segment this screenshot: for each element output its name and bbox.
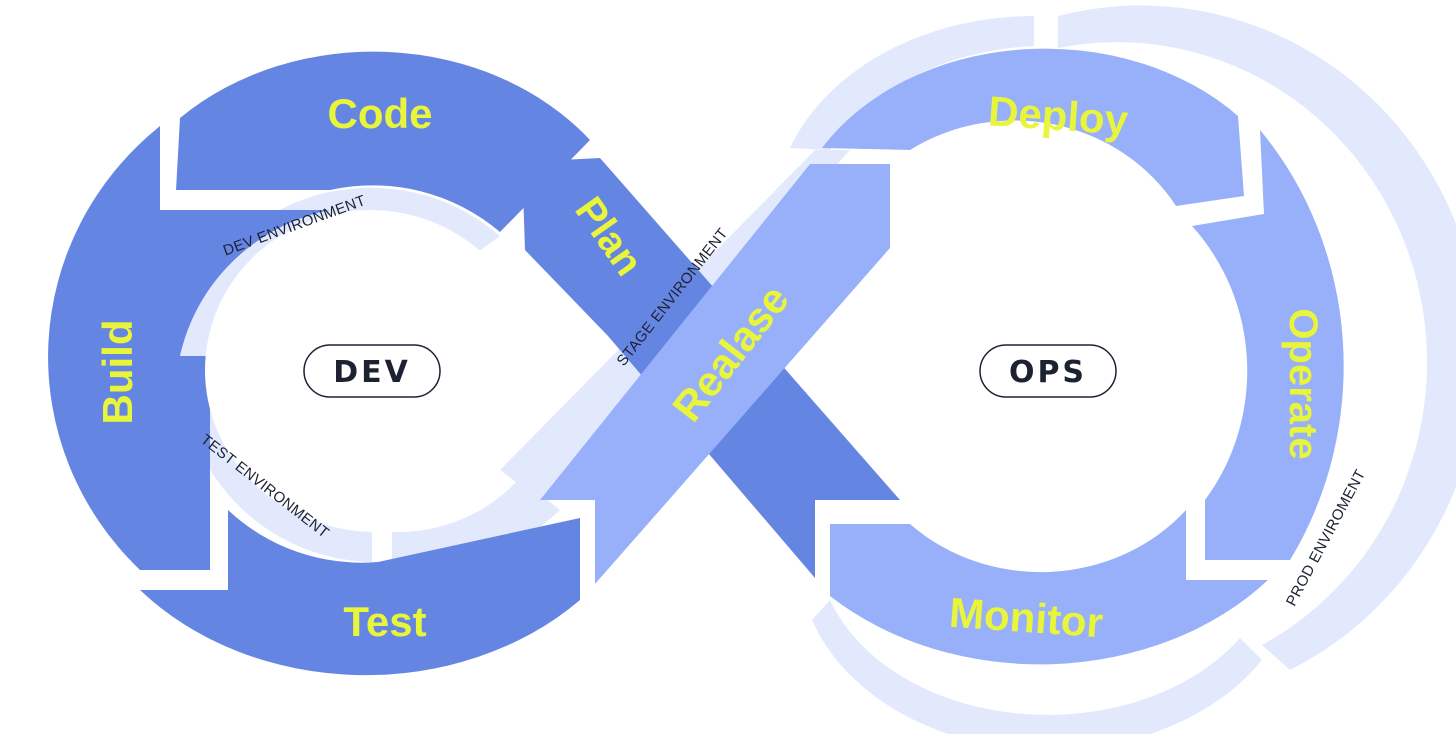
ops-hub-badge: OPS: [979, 344, 1117, 398]
code-segment: [176, 51, 590, 233]
deploy-segment: [822, 48, 1244, 206]
release-segment: [540, 164, 890, 584]
stage-environment-top-band: [790, 16, 1034, 150]
build-label: Build: [94, 320, 141, 425]
monitor-label: Monitor: [948, 589, 1105, 647]
dev-hub-label: DEV: [333, 355, 411, 390]
operate-label: Operate: [1281, 308, 1325, 459]
operate-segment: [1192, 130, 1344, 560]
ops-bottom-band: [812, 600, 1262, 734]
build-segment: [48, 126, 331, 570]
dev-bottom-band: [392, 478, 560, 567]
code-label: Code: [328, 90, 433, 137]
dev-hub-badge: DEV: [303, 344, 441, 398]
test-segment: [140, 510, 580, 676]
deploy-label: Deploy: [987, 87, 1131, 144]
monitor-segment: [830, 510, 1268, 665]
ops-hub-label: OPS: [1009, 355, 1087, 390]
test-label: Test: [343, 598, 426, 645]
